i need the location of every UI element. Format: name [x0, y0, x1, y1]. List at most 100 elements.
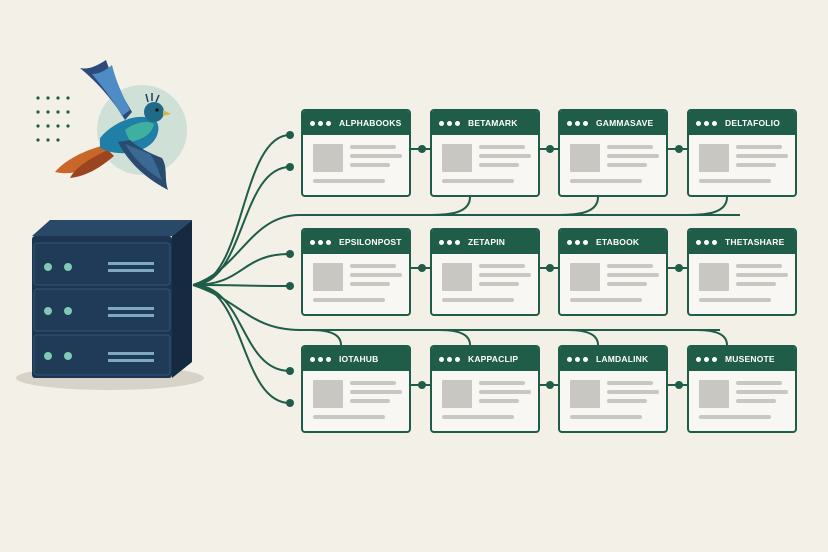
window-dots-icon	[310, 120, 331, 126]
card-title: ZETAPIN	[468, 237, 506, 247]
window-dots-icon	[567, 120, 588, 126]
site-card-lamdalink[interactable]: LAMDALINK	[558, 345, 668, 433]
card-body	[303, 254, 409, 314]
image-placeholder	[313, 380, 343, 408]
image-placeholder	[699, 380, 729, 408]
text-placeholder	[736, 154, 788, 158]
window-dots-icon	[439, 239, 460, 245]
window-dots-icon	[567, 356, 588, 362]
text-placeholder	[479, 163, 519, 167]
image-placeholder	[313, 144, 343, 172]
card-header: BETAMARK	[432, 111, 538, 135]
server-connector-line	[192, 253, 291, 286]
site-card-thetashare[interactable]: THETASHARE	[687, 228, 797, 316]
bus-drop-line	[439, 329, 471, 346]
text-placeholder	[699, 415, 771, 419]
image-placeholder	[570, 380, 600, 408]
text-placeholder	[607, 163, 647, 167]
card-header: ZETAPIN	[432, 230, 538, 254]
connector-node	[286, 250, 294, 258]
card-body	[432, 371, 538, 431]
card-header: EPSILONPOST	[303, 230, 409, 254]
card-header: ETABOOK	[560, 230, 666, 254]
bus-line	[192, 214, 740, 286]
text-placeholder	[350, 163, 390, 167]
card-title: EPSILONPOST	[339, 237, 402, 247]
text-placeholder	[350, 154, 402, 158]
window-dots-icon	[567, 239, 588, 245]
window-dots-icon	[696, 356, 717, 362]
site-card-musenote[interactable]: MUSENOTE	[687, 345, 797, 433]
card-header: ALPHABOOKS	[303, 111, 409, 135]
connector-node	[286, 282, 294, 290]
bus-drop-line	[696, 329, 728, 346]
site-card-kappaclip[interactable]: KAPPACLIP	[430, 345, 540, 433]
decorative-dots	[36, 96, 70, 142]
bird-illustration	[36, 60, 187, 190]
card-title: GAMMASAVE	[596, 118, 654, 128]
card-body	[303, 135, 409, 195]
text-placeholder	[699, 298, 771, 302]
card-body	[303, 371, 409, 431]
image-placeholder	[570, 263, 600, 291]
card-body	[689, 371, 795, 431]
connector-node	[546, 145, 554, 153]
image-placeholder	[442, 380, 472, 408]
server-unit-1	[33, 242, 171, 286]
text-placeholder	[350, 390, 402, 394]
text-placeholder	[313, 298, 385, 302]
text-placeholder	[479, 282, 519, 286]
server-connector-line	[192, 284, 291, 287]
text-placeholder	[736, 145, 782, 149]
site-card-zetapin[interactable]: ZETAPIN	[430, 228, 540, 316]
card-header: KAPPACLIP	[432, 347, 538, 371]
card-title: KAPPACLIP	[468, 354, 519, 364]
server-connector-line	[192, 166, 291, 286]
text-placeholder	[607, 282, 647, 286]
card-title: IOTAHUB	[339, 354, 379, 364]
card-body	[560, 371, 666, 431]
server-rack-icon	[16, 220, 204, 390]
site-card-deltafolio[interactable]: DELTAFOLIO	[687, 109, 797, 197]
card-body	[689, 135, 795, 195]
card-header: MUSENOTE	[689, 347, 795, 371]
card-title: DELTAFOLIO	[725, 118, 781, 128]
site-card-iotahub[interactable]: IOTAHUB	[301, 345, 411, 433]
window-dots-icon	[310, 356, 331, 362]
site-card-alphabooks[interactable]: ALPHABOOKS	[301, 109, 411, 197]
site-card-betamark[interactable]: BETAMARK	[430, 109, 540, 197]
image-placeholder	[313, 263, 343, 291]
text-placeholder	[479, 273, 531, 277]
connector-node	[286, 399, 294, 407]
image-placeholder	[442, 144, 472, 172]
site-card-epsilonpost[interactable]: EPSILONPOST	[301, 228, 411, 316]
window-dots-icon	[439, 356, 460, 362]
text-placeholder	[699, 179, 771, 183]
card-header: IOTAHUB	[303, 347, 409, 371]
site-card-etabook[interactable]: ETABOOK	[558, 228, 668, 316]
connector-node	[286, 367, 294, 375]
image-placeholder	[442, 263, 472, 291]
card-body	[560, 135, 666, 195]
card-body	[560, 254, 666, 314]
connector-node	[675, 381, 683, 389]
text-placeholder	[736, 264, 782, 268]
connector-node	[546, 381, 554, 389]
server-unit-3	[33, 334, 171, 376]
text-placeholder	[313, 179, 385, 183]
text-placeholder	[442, 298, 514, 302]
card-header: LAMDALINK	[560, 347, 666, 371]
text-placeholder	[607, 381, 653, 385]
image-placeholder	[570, 144, 600, 172]
image-placeholder	[699, 263, 729, 291]
text-placeholder	[479, 264, 525, 268]
connector-node	[675, 264, 683, 272]
text-placeholder	[570, 415, 642, 419]
text-placeholder	[313, 415, 385, 419]
text-placeholder	[479, 390, 531, 394]
site-card-gammasave[interactable]: GAMMASAVE	[558, 109, 668, 197]
bus-drop-line	[429, 196, 471, 216]
text-placeholder	[350, 273, 402, 277]
